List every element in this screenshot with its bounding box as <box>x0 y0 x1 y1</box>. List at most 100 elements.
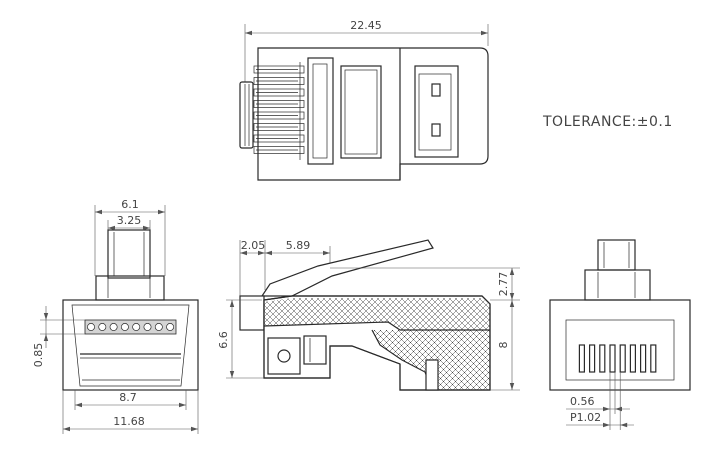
contact-clip-hole <box>277 349 291 363</box>
window-tab-lower <box>431 123 441 137</box>
hatch-line <box>418 297 452 331</box>
hatch-line <box>366 297 392 323</box>
hatch-line <box>391 329 426 364</box>
dim-arrow-latch-offset <box>323 250 330 256</box>
hatch-line <box>407 329 442 364</box>
latch-tab-base <box>95 275 165 301</box>
rear-view-contacts <box>578 344 657 373</box>
hatch-line <box>316 297 343 324</box>
side-body-outline-stroke <box>263 295 491 391</box>
plug-nose <box>239 295 265 331</box>
section-hatching <box>263 297 491 391</box>
hatch-line <box>279 297 308 326</box>
dim-label-contact-height: 0.85 <box>32 343 45 368</box>
dim-label-latch-offset: 5.89 <box>286 239 311 252</box>
hatch-line <box>285 297 314 326</box>
dim-arrow-body-height <box>509 383 515 390</box>
hatch-line <box>437 329 484 376</box>
dim-arrow-outer-width <box>63 426 70 432</box>
dim-arrow-overall-length <box>245 30 252 36</box>
hatch-line <box>291 297 320 326</box>
dim-arrow-contact-height <box>43 334 49 341</box>
hatch-line <box>484 324 491 331</box>
dim-arrow-tab-base-width <box>158 209 165 215</box>
dim-label-contact-width: 0.56 <box>570 395 595 408</box>
rear-latch-tab <box>597 239 636 271</box>
front-contact-dot <box>120 323 129 331</box>
hatch-line <box>437 329 478 370</box>
hatch-line <box>460 297 491 328</box>
dim-arrow-contact-pitch <box>620 422 628 428</box>
hatch-line <box>379 329 394 344</box>
hatch-line <box>419 363 426 370</box>
hatch-line <box>448 297 482 331</box>
hatch-line <box>273 297 302 326</box>
dim-arrow-inner-width <box>179 402 186 408</box>
hatch-line <box>437 329 490 382</box>
rear-contact-blade <box>578 344 586 373</box>
hatch-line <box>377 329 388 340</box>
hatch-line <box>412 297 446 331</box>
latch-slot-inner <box>312 63 328 159</box>
top-contact-strip <box>253 134 305 143</box>
dim-arrow-latch-rise <box>509 293 515 300</box>
top-contact-strip <box>253 100 305 108</box>
top-contact-strip <box>253 77 305 85</box>
front-window-outer <box>414 65 459 158</box>
hatch-line <box>470 370 491 391</box>
top-view-body-outline <box>257 47 489 181</box>
front-view: 6.1 3.25 0.85 8.7 11.68 <box>32 198 199 434</box>
hatch-line <box>454 300 485 331</box>
front-contact-dot <box>87 323 95 331</box>
hatch-line <box>353 297 380 324</box>
hatch-line <box>439 329 491 381</box>
top-view-contacts <box>253 65 305 154</box>
hatch-line <box>304 297 332 325</box>
rear-contact-blade <box>650 344 657 373</box>
hatch-line <box>389 329 412 352</box>
rear-contact-blade <box>629 344 637 373</box>
window-tab-upper <box>431 83 441 97</box>
hatch-line <box>411 329 448 366</box>
hatch-line <box>372 297 398 323</box>
front-contact-dot <box>132 323 141 331</box>
hatch-line <box>458 358 491 391</box>
front-contact-dot <box>109 323 118 331</box>
hatch-line <box>442 297 476 331</box>
dim-arrow-inner-width <box>75 402 82 408</box>
dim-label-body-height: 8 <box>497 342 510 349</box>
hatch-line <box>415 329 477 391</box>
hatch-line <box>266 301 291 326</box>
hatch-line <box>397 329 429 361</box>
hatch-line <box>347 297 374 324</box>
hatch-line <box>430 297 464 331</box>
hatch-line <box>389 297 416 324</box>
dim-arrow-latch-offset <box>265 250 272 256</box>
dim-arrow-tab-width <box>108 225 115 231</box>
front-contact-dot <box>154 323 163 331</box>
latch-slot-outer <box>307 57 334 165</box>
tolerance-note: TOLERANCE:±0.1 <box>542 114 673 130</box>
hatch-line <box>322 297 350 325</box>
center-window-outer <box>340 65 382 159</box>
front-body-inner-taper <box>71 304 190 387</box>
hatch-line <box>328 297 355 324</box>
hatch-line <box>263 316 273 326</box>
hatch-line <box>421 329 483 391</box>
hatch-line <box>310 297 338 325</box>
hatch-line <box>266 297 296 327</box>
dim-arrow-nose-length <box>258 250 265 256</box>
dim-label-tab-base-width: 6.1 <box>121 198 139 211</box>
front-contact-dot <box>166 323 175 331</box>
dim-label-front-height: 6.6 <box>217 331 230 349</box>
rear-latch-base <box>584 269 651 301</box>
hatch-line <box>403 329 436 362</box>
rear-contact-blade <box>619 344 626 373</box>
front-contact-dot <box>98 323 107 331</box>
hatch-line <box>457 329 491 363</box>
front-body-outline <box>62 299 199 391</box>
dim-arrow-tab-width <box>143 225 150 231</box>
dim-arrow-body-height <box>509 300 515 307</box>
hatch-line <box>437 329 472 364</box>
top-contact-strip <box>253 65 305 74</box>
